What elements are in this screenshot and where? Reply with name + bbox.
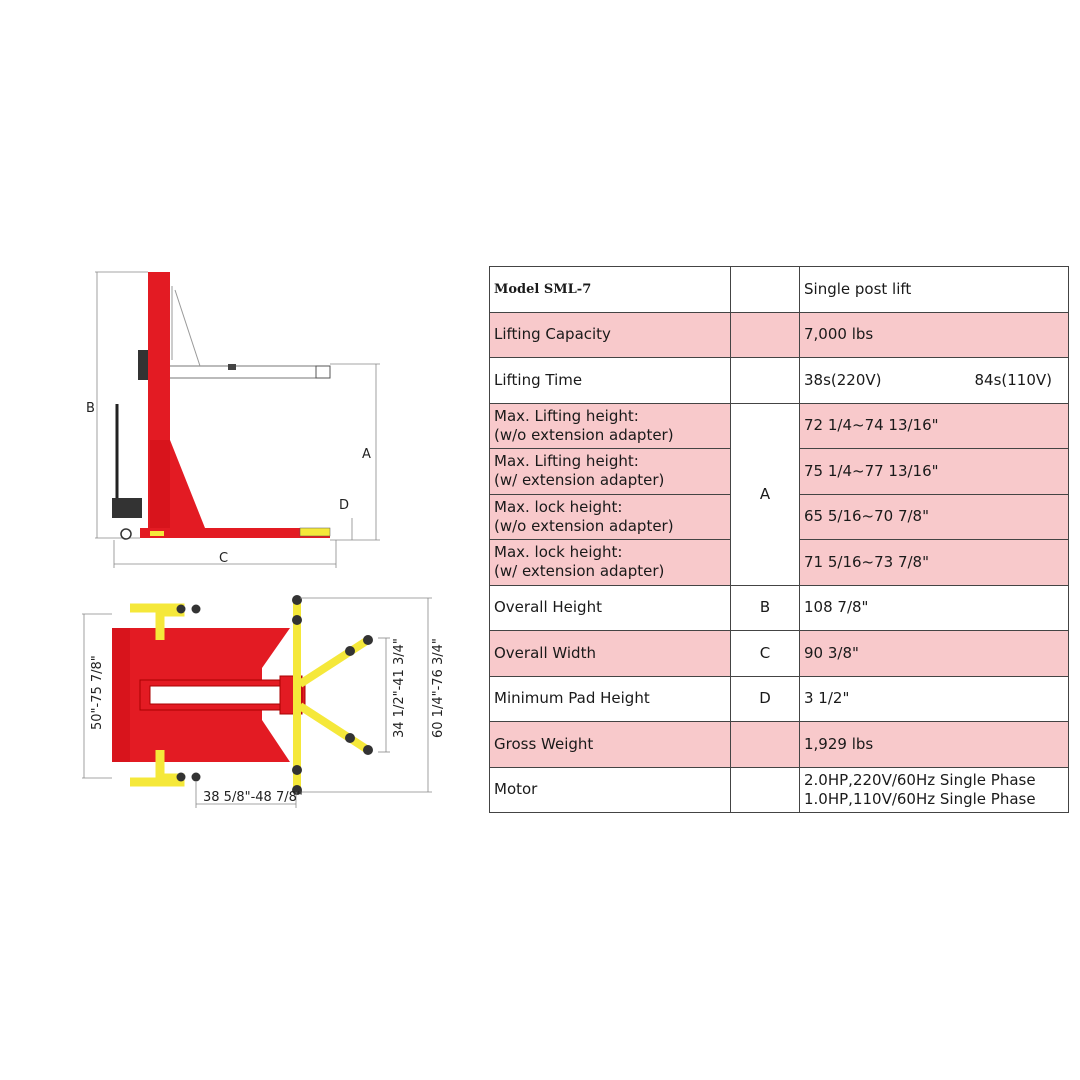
table-row: Gross Weight 1,929 lbs bbox=[489, 721, 1069, 768]
table-row: Minimum Pad Height D 3 1/2" bbox=[489, 675, 1069, 722]
dim-d-label: D bbox=[339, 498, 349, 513]
outer-range-label: 60 1/4"-76 3/4" bbox=[431, 638, 446, 738]
top-view: 50"-75 7/8" 34 1/2"-41 3/4" bbox=[82, 595, 446, 808]
table-row: Lifting Time 38s(220V)84s(110V) bbox=[489, 357, 1069, 404]
table-row: Max. Lifting height:(w/o extension adapt… bbox=[489, 402, 1069, 586]
table-row: Max. lock height:(w/o extension adapter)… bbox=[489, 493, 1069, 540]
table-row: Overall Width C 90 3/8" bbox=[489, 630, 1069, 677]
side-and-top-view-drawing: B A D C bbox=[82, 271, 446, 808]
table-row: Lifting Capacity 7,000 lbs bbox=[489, 311, 1069, 358]
table-row: Max. Lifting height:(w/ extension adapte… bbox=[489, 448, 1069, 495]
width-range-label: 50"-75 7/8" bbox=[90, 655, 105, 730]
table-row: Model SML-7 Single post lift bbox=[489, 266, 1069, 313]
lift-diagram: B A D C bbox=[0, 0, 480, 1080]
side-view: B A D C bbox=[86, 271, 380, 568]
spec-table: Model SML-7 Single post lift Lifting Cap… bbox=[489, 266, 1069, 813]
dim-a-label: A bbox=[362, 447, 371, 462]
table-row: Max. lock height:(w/ extension adapter) … bbox=[489, 539, 1069, 586]
dim-b-label: B bbox=[86, 401, 95, 416]
model-cell: Model SML-7 bbox=[489, 266, 731, 313]
model-value: Single post lift bbox=[799, 266, 1069, 313]
group-code: A bbox=[730, 402, 800, 586]
dim-c-label: C bbox=[219, 551, 228, 566]
bottom-range-label: 38 5/8"-48 7/8" bbox=[203, 790, 303, 805]
arm-range-label: 34 1/2"-41 3/4" bbox=[392, 638, 407, 738]
table-row: Overall Height B 108 7/8" bbox=[489, 584, 1069, 631]
